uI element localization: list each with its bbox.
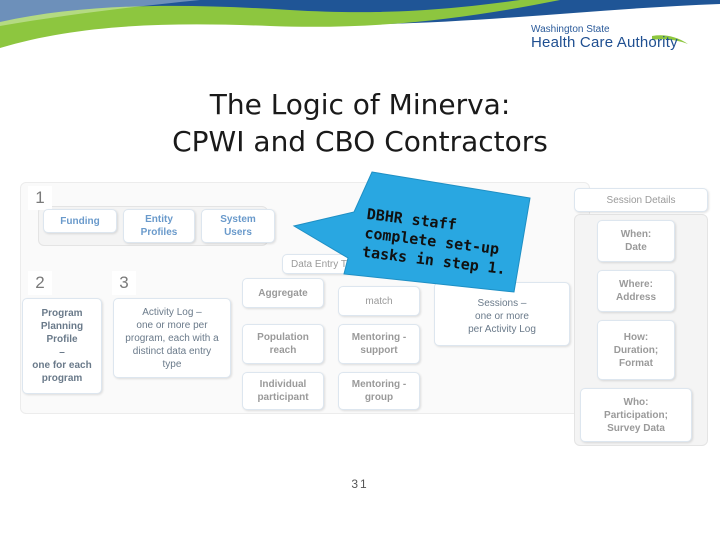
page-number: 31 (0, 477, 720, 491)
program-planning-profile-box: Program Planning Profile – one for each … (22, 298, 102, 394)
who-box: Who: Participation; Survey Data (580, 388, 692, 442)
slide-title-line2: CPWI and CBO Contractors (0, 125, 720, 158)
header-swoosh (0, 0, 720, 60)
mentoring-support-box: Mentoring - support (338, 324, 420, 364)
funding-box: Funding (43, 209, 117, 233)
session-details-header: Session Details (574, 188, 708, 212)
where-box: Where: Address (597, 270, 675, 312)
slide-title-line1: The Logic of Minerva: (0, 88, 720, 121)
logo-line2: Health Care Authority (531, 34, 678, 51)
mentoring-group-box: Mentoring - group (338, 372, 420, 410)
entity-profiles-box: Entity Profiles (123, 209, 195, 243)
population-reach-box: Population reach (242, 324, 324, 364)
when-box: When: Date (597, 220, 675, 262)
individual-participant-box: Individual participant (242, 372, 324, 410)
system-users-box: System Users (201, 209, 275, 243)
step-number-2: 2 (28, 271, 52, 295)
activity-log-box: Activity Log – one or more per program, … (113, 298, 231, 378)
how-box: How: Duration; Format (597, 320, 675, 380)
step-number-3: 3 (112, 271, 136, 295)
step-number-1: 1 (28, 186, 52, 210)
